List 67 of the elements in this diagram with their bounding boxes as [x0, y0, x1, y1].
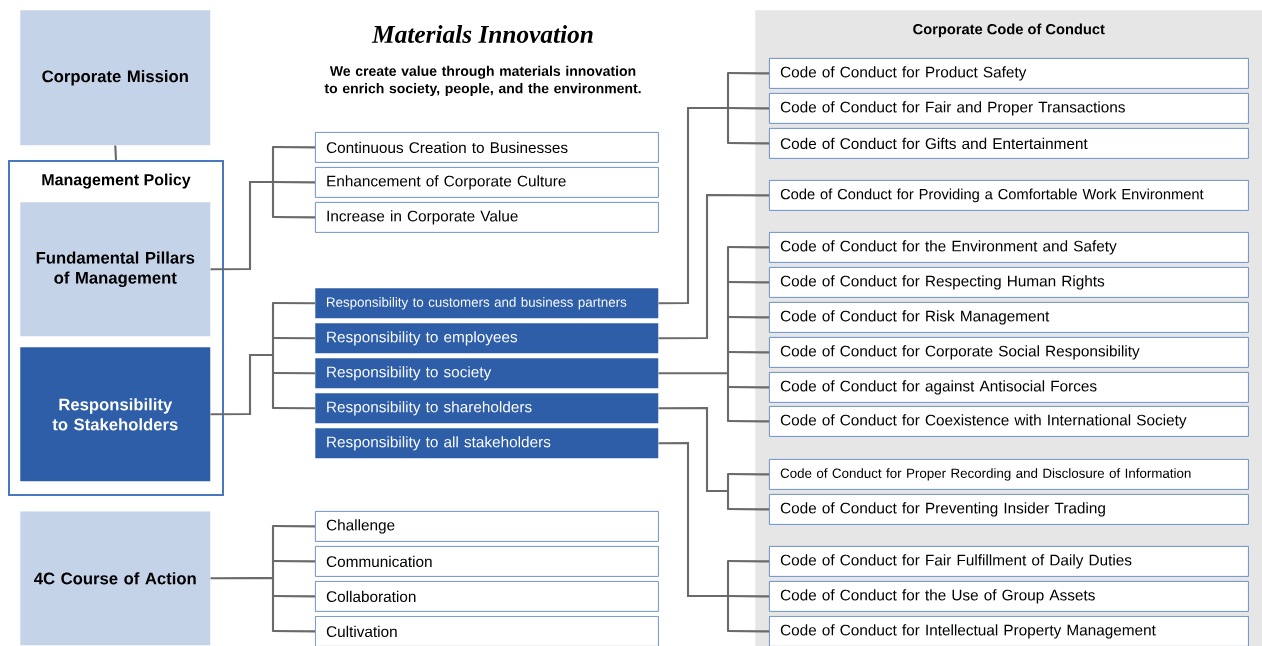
connector-line [727, 629, 770, 633]
item-box: Challenge [315, 511, 659, 542]
connector-line [727, 385, 770, 389]
item-box: Code of Conduct for Preventing Insider Trading [769, 494, 1249, 525]
connector-line [272, 180, 316, 184]
connector-line [272, 629, 316, 633]
connector-line [727, 419, 770, 423]
item-box: Collaboration [315, 581, 659, 612]
responsibility-box: Responsibility to customers and business partners [315, 288, 659, 319]
connector-line [727, 559, 769, 563]
connector-line [272, 215, 316, 219]
connector-line [727, 71, 770, 75]
connector-line [727, 245, 770, 249]
connector-line [272, 336, 315, 340]
connector-trunk [209, 145, 275, 271]
item-box: Code of Conduct for Proper Recording and Disclosure of Information [769, 459, 1249, 490]
item-box: Code of Conduct for Fair Fulfillment of Daily Duties [769, 546, 1249, 577]
mission-box: 4C Course of Action [20, 511, 211, 646]
connector-line [727, 280, 769, 284]
connector-line [272, 301, 315, 305]
connector-trunk [209, 301, 275, 416]
item-box: Increase in Corporate Value [315, 202, 659, 233]
item-box: Code of Conduct for Fair and Proper Transactions [769, 93, 1249, 124]
item-box: Code of Conduct for Respecting Human Rights [769, 267, 1249, 298]
connector-trunk [657, 441, 730, 633]
item-box: Code of Conduct for the Use of Group Assets [769, 581, 1249, 612]
item-box: Code of Conduct for Risk Management [769, 302, 1249, 333]
connector-trunk [657, 245, 730, 423]
connector-trunk [209, 524, 275, 633]
connector-line [727, 507, 770, 511]
connector-line [727, 141, 770, 145]
item-box: Code of Conduct for Providing a Comfortable Work Environment [769, 180, 1249, 211]
item-box: Code of Conduct for Gifts and Entertainment [769, 128, 1249, 159]
connector-line [272, 406, 315, 410]
responsibility-box: Responsibility to employees [315, 323, 659, 354]
connector-line [727, 315, 769, 319]
item-box: Code of Conduct for the Environment and Safety [769, 232, 1249, 263]
responsibility-box: Responsibility to shareholders [315, 393, 659, 424]
stakeholder-box: Responsibility to Stakeholders [20, 347, 211, 482]
mission-box: Fundamental Pillars of Management [20, 202, 211, 337]
title: Materials Innovation [371, 25, 593, 43]
connector-line [272, 524, 316, 528]
connector-line [658, 193, 769, 340]
mission-box: Corporate Mission [20, 10, 211, 146]
item-box: Code of Conduct for Coexistence with International Society [769, 406, 1249, 437]
item-box: Enhancement of Corporate Culture [315, 167, 659, 198]
subtitle: We create value through materials innovation to enrich society, people, and the environment. [324, 65, 641, 97]
connector-trunk [657, 406, 730, 511]
connector-line [272, 145, 316, 149]
item-box: Continuous Creation to Businesses [315, 132, 659, 163]
connector-line [272, 594, 316, 598]
connector-trunk [657, 71, 730, 305]
connector-line [727, 472, 770, 476]
item-box: Communication [315, 546, 659, 577]
connector-line [272, 559, 315, 563]
item-box: Cultivation [315, 616, 659, 646]
responsibility-box: Responsibility to all stakeholders [315, 428, 659, 459]
item-box: Code of Conduct for Corporate Social Responsibility [769, 337, 1249, 368]
item-box: Code of Conduct for against Antisocial Forces [769, 372, 1249, 403]
connector-line [727, 594, 770, 598]
responsibility-box: Responsibility to society [315, 358, 659, 389]
connector-line [272, 371, 315, 375]
item-box: Code of Conduct for Product Safety [769, 58, 1249, 89]
connector-line [727, 106, 770, 110]
item-box: Code of Conduct for Intellectual Property Management [769, 616, 1249, 646]
connector-line [727, 350, 770, 354]
connector-line [114, 145, 118, 161]
